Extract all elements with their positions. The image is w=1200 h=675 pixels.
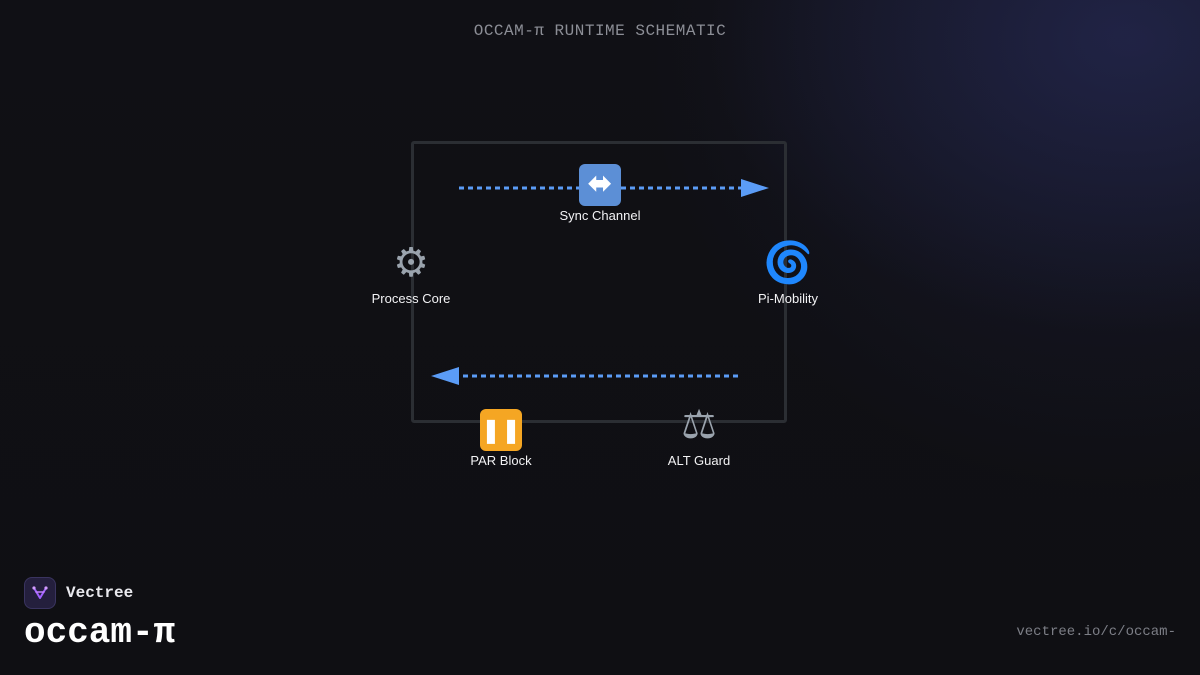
- node-pi-mobility: 🌀 Pi-Mobility: [708, 239, 868, 306]
- diagram-title: OCCAM-π RUNTIME SCHEMATIC: [473, 22, 727, 40]
- edge-top-arrowhead: [741, 179, 769, 197]
- node-label-alt-guard: ALT Guard: [667, 453, 731, 468]
- balance-scale-icon: ⚖: [681, 402, 717, 448]
- gear-icon: ⚙: [393, 240, 429, 286]
- vectree-logo-icon: [24, 577, 56, 609]
- node-alt-guard: ⚖ ALT Guard: [619, 401, 779, 468]
- node-label-par-block: PAR Block: [470, 453, 532, 468]
- cyclone-icon: 🌀: [763, 240, 813, 286]
- left-right-arrow-icon: ⬌: [520, 156, 680, 206]
- brand-block: Vectree occam-π: [24, 577, 175, 653]
- node-sync-channel: ⬌ Sync Channel: [520, 156, 680, 223]
- schematic-frame: [411, 141, 787, 423]
- node-process-core: ⚙ Process Core: [331, 239, 491, 306]
- pause-icon: ❚❚: [421, 401, 581, 451]
- brand-name: Vectree: [66, 584, 134, 602]
- edge-bottom-arrowhead: [431, 367, 459, 385]
- vectree-logo-mark: [32, 586, 48, 599]
- product-name: occam-π: [24, 612, 176, 653]
- node-label-process-core: Process Core: [371, 291, 451, 306]
- node-par-block: ❚❚ PAR Block: [421, 401, 581, 468]
- node-label-pi-mobility: Pi-Mobility: [758, 291, 818, 306]
- brand-row: Vectree: [24, 577, 175, 609]
- footer-url: vectree.io/c/occam-: [1016, 624, 1176, 640]
- node-label-sync-channel: Sync Channel: [559, 208, 641, 223]
